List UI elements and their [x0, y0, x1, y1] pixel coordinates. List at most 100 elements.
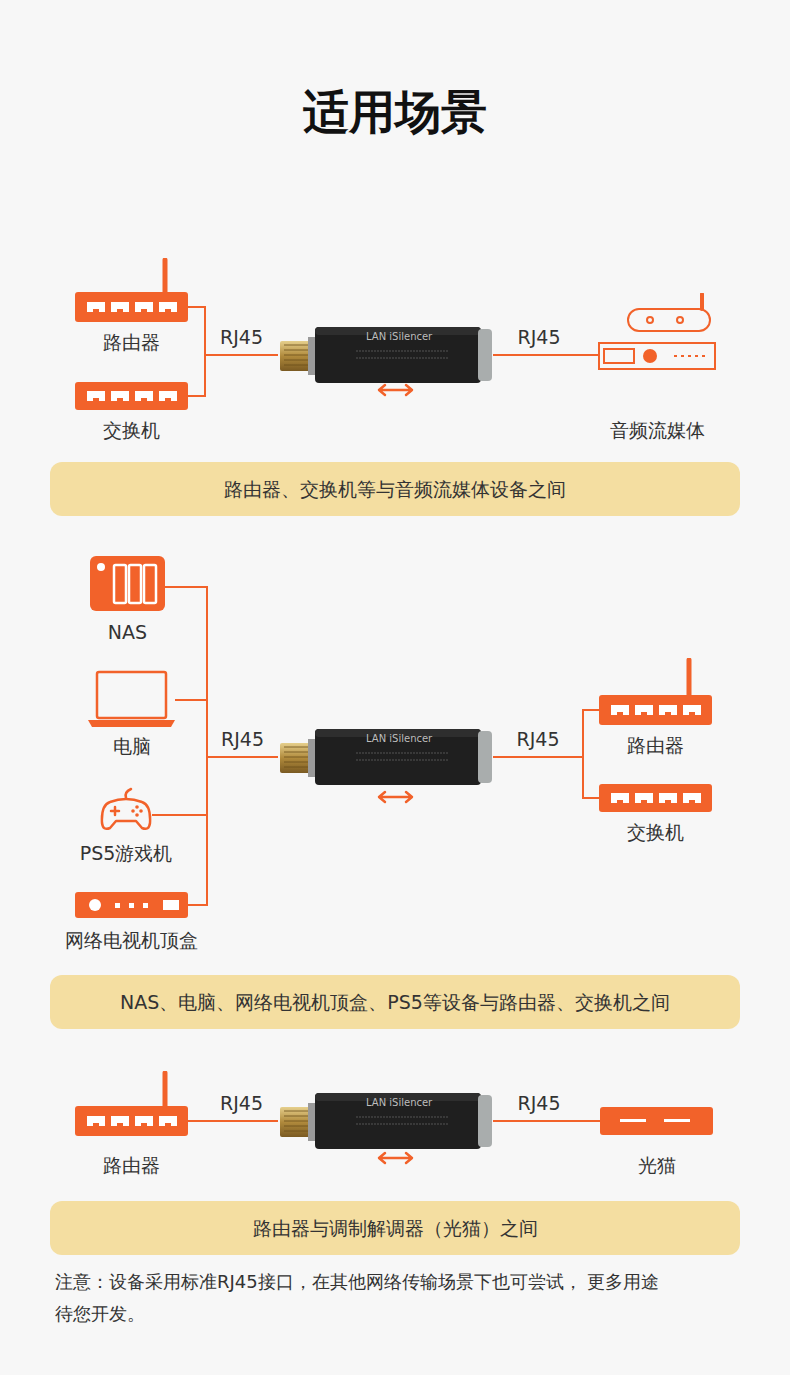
device-print: LAN iSilencer	[366, 331, 432, 343]
set-top-box-icon	[75, 892, 188, 918]
icon-part	[665, 800, 671, 803]
laptop-icon: 电脑	[88, 670, 175, 758]
page-title: 适用场景	[0, 84, 790, 140]
icon-part	[683, 705, 701, 715]
icon-part	[620, 1119, 646, 1122]
icon-part	[111, 1116, 129, 1126]
switch-icon: 交换机	[75, 382, 188, 442]
router-icon	[75, 258, 188, 322]
icon-part	[315, 327, 481, 383]
device-label: 交换机	[627, 820, 684, 844]
network-cable	[188, 1120, 278, 1122]
network-cable	[175, 700, 278, 757]
icon-part	[163, 1073, 168, 1107]
icon-part	[97, 672, 166, 718]
icon-part	[284, 350, 308, 351]
icon-part	[687, 660, 692, 696]
icon-part	[165, 398, 171, 401]
double-arrow	[379, 1153, 412, 1163]
laptop-icon	[88, 670, 175, 728]
lan-isolator-device: LAN iSilencer	[278, 1093, 493, 1149]
network-cable	[493, 710, 599, 757]
icon-part	[135, 813, 139, 817]
icon-part	[135, 391, 153, 401]
network-cable	[493, 757, 599, 798]
icon-part	[356, 1116, 448, 1117]
modem-icon	[600, 1107, 713, 1135]
gamepad-icon: PS5游戏机	[80, 787, 173, 865]
icon-part	[159, 302, 177, 312]
icon-part	[163, 260, 168, 293]
network-cable	[493, 1120, 600, 1122]
icon-part	[126, 789, 131, 798]
icon-part	[129, 565, 141, 603]
icon-part	[141, 398, 147, 401]
icon-part	[617, 800, 623, 803]
icon-part	[284, 355, 308, 356]
switch-icon	[599, 784, 712, 812]
device-print: LAN iSilencer	[366, 1097, 432, 1109]
network-cable	[493, 354, 598, 356]
icon-part	[674, 355, 708, 357]
icon-part	[659, 793, 677, 803]
scenario-band: 路由器、交换机等与音频流媒体设备之间	[50, 462, 740, 516]
icon-part	[315, 729, 481, 785]
network-cable	[188, 757, 278, 905]
icon-part	[75, 292, 188, 322]
icon-part	[284, 1111, 308, 1112]
icon-part	[75, 1106, 188, 1136]
router-icon: 路由器	[75, 1071, 188, 1177]
icon-part	[93, 309, 99, 312]
icon-part	[139, 809, 143, 813]
router-icon: 路由器	[75, 258, 188, 354]
icon-part	[356, 752, 448, 753]
device-label: 音频流媒体	[610, 418, 705, 442]
device-label: 交换机	[103, 418, 160, 442]
router-icon	[75, 1071, 188, 1136]
icon-part	[665, 712, 671, 715]
network-cable	[165, 587, 278, 757]
icon-part	[659, 705, 677, 715]
icon-part	[635, 705, 653, 715]
nas-icon	[90, 556, 165, 611]
router-icon: 路由器	[599, 658, 712, 757]
device-label: 网络电视机顶盒	[65, 928, 198, 952]
router-icon	[599, 658, 712, 725]
icon-part	[75, 382, 188, 410]
icon-part	[89, 899, 101, 911]
audio-streamer-icon: 音频流媒体	[598, 293, 716, 442]
lan-isolator-device: LAN iSilencer	[278, 327, 493, 383]
scenario-band: NAS、电脑、网络电视机顶盒、PS5等设备与路由器、交换机之间	[50, 975, 740, 1029]
switch-icon	[75, 382, 188, 410]
double-arrow	[379, 792, 412, 802]
icon-part	[111, 807, 119, 815]
icon-part	[284, 1126, 308, 1127]
icon-part	[88, 720, 175, 727]
device-label: 光猫	[638, 1153, 676, 1177]
scenario-caption: 路由器与调制解调器（光猫）之间	[253, 1216, 538, 1240]
scenario-caption: 路由器、交换机等与音频流媒体设备之间	[224, 477, 566, 501]
icon-part	[635, 793, 653, 803]
icon-part	[93, 398, 99, 401]
icon-part	[135, 302, 153, 312]
icon-part	[87, 302, 105, 312]
icon-part	[159, 391, 177, 401]
icon-part	[356, 759, 448, 760]
icon-part	[141, 1123, 147, 1126]
icon-part	[165, 1123, 171, 1126]
icon-part	[117, 398, 123, 401]
icon-part	[641, 712, 647, 715]
icon-part	[284, 762, 308, 763]
icon-part	[135, 805, 139, 809]
icon-part	[284, 757, 308, 758]
icon-part	[617, 712, 623, 715]
icon-part	[611, 705, 629, 715]
device-label: 路由器	[103, 1153, 160, 1177]
device-label: PS5游戏机	[80, 841, 173, 865]
icon-part	[599, 294, 715, 369]
icon-part	[599, 784, 712, 812]
icon-part	[117, 1123, 123, 1126]
icon-part	[600, 1107, 713, 1135]
icon-part	[284, 1121, 308, 1122]
icon-part	[478, 731, 492, 783]
